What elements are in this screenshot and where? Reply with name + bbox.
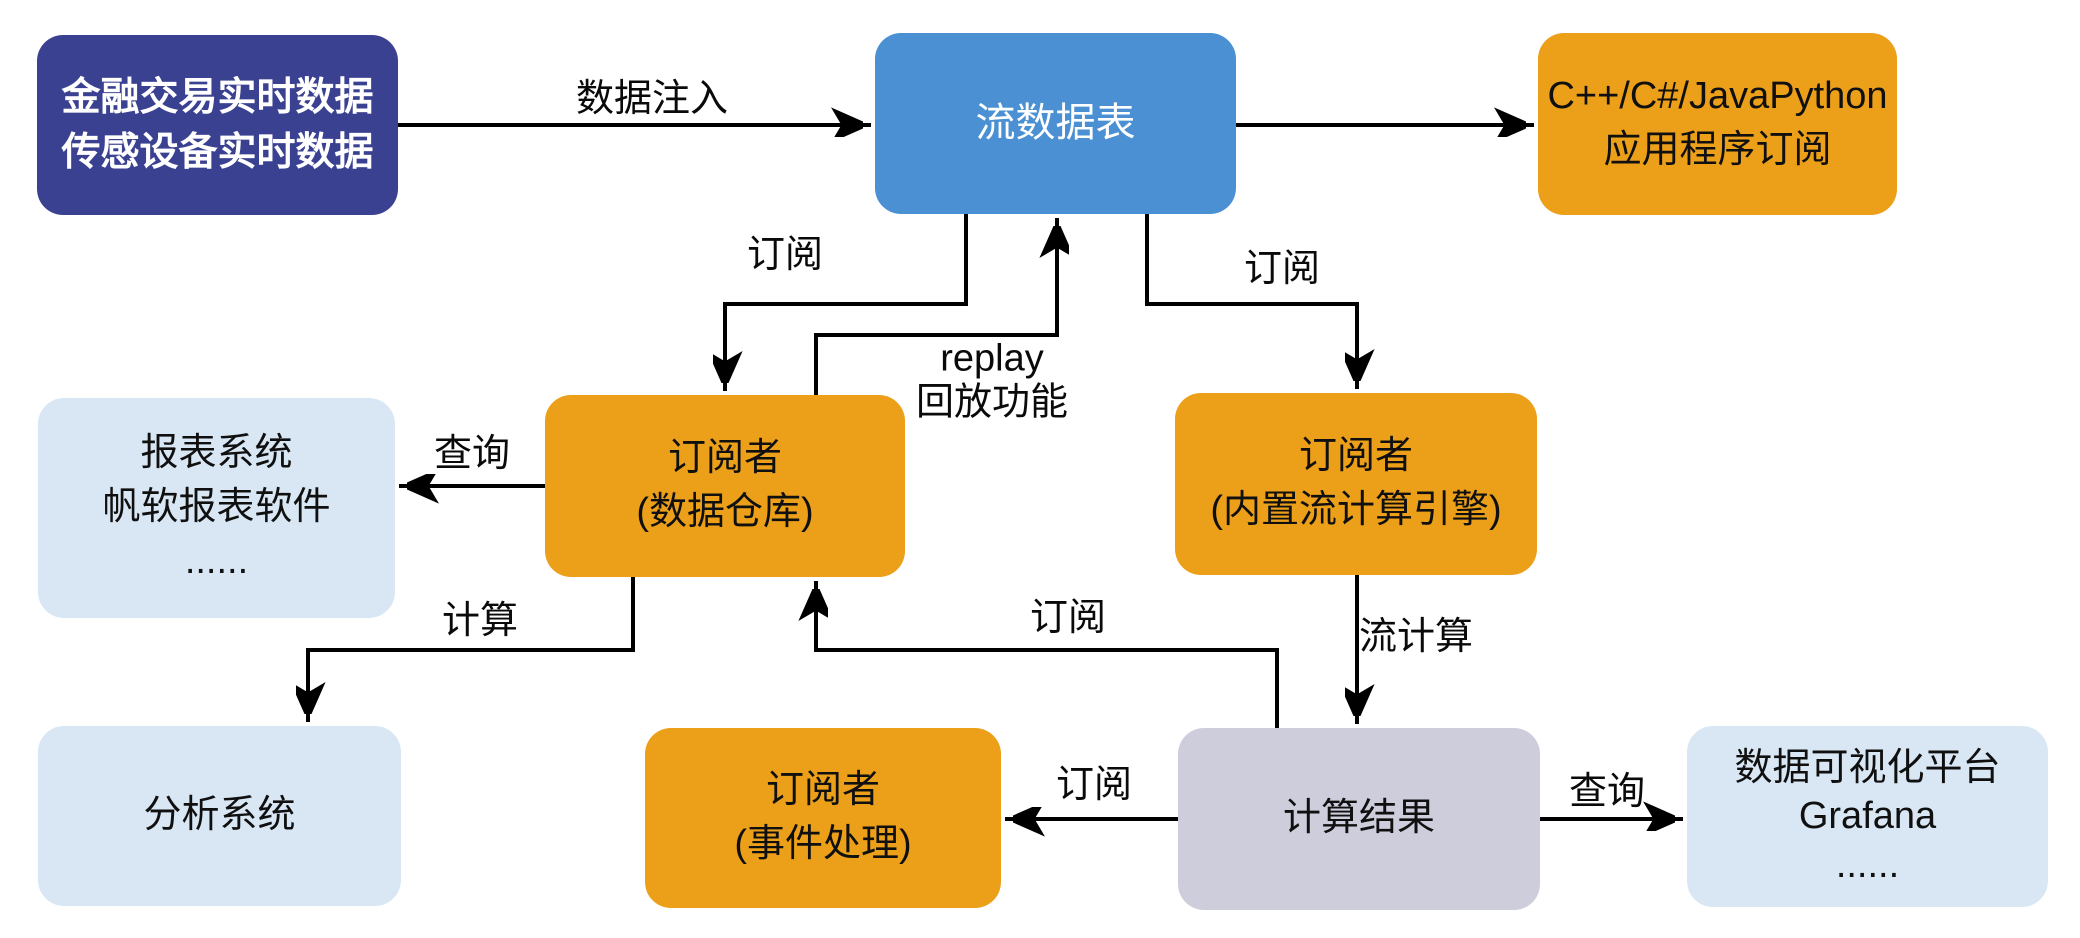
node-line: 计算结果 <box>1282 797 1435 840</box>
node-subscriber-event: 订阅者 (事件处理) <box>645 728 1001 908</box>
node-line: C++/C#/JavaPython <box>1547 75 1888 118</box>
node-api-subscribers: C++/C#/JavaPython 应用程序订阅 <box>1538 33 1897 215</box>
node-line: Grafana <box>1798 795 1937 838</box>
node-stream-table: 流数据表 <box>875 33 1236 214</box>
edge-compute <box>308 575 635 722</box>
edge-label-stream-compute: 流计算 <box>1358 616 1474 659</box>
edge-subscribe-right <box>1145 214 1357 389</box>
node-line: 分析系统 <box>143 794 296 837</box>
edge-subscribe-left <box>725 214 968 391</box>
node-line: (数据仓库) <box>636 491 814 533</box>
node-line: 订阅者 <box>667 437 782 480</box>
edge-label-replay: replay 回放功能 <box>916 337 1068 424</box>
edge-label-compute: 计算 <box>441 600 519 643</box>
edge-label-replay-line1: replay <box>940 337 1044 380</box>
edge-replay <box>814 218 1057 395</box>
edge-label-subscribe-left: 订阅 <box>746 234 824 277</box>
node-analysis-system: 分析系统 <box>38 726 401 906</box>
node-line: ...... <box>184 539 249 582</box>
edge-label-subscribe-up: 订阅 <box>1029 597 1107 640</box>
node-line: 订阅者 <box>765 769 880 812</box>
node-line: 应用程序订阅 <box>1603 129 1832 171</box>
node-compute-result: 计算结果 <box>1178 728 1540 910</box>
node-line: 数据可视化平台 <box>1734 746 2001 789</box>
node-line: 流数据表 <box>975 101 1136 146</box>
node-realtime-source: 金融交易实时数据 传感设备实时数据 <box>37 35 398 215</box>
node-line: 订阅者 <box>1298 435 1413 478</box>
node-line: 金融交易实时数据 <box>61 75 374 119</box>
edge-label-query-left: 查询 <box>433 433 511 476</box>
node-line: 传感设备实时数据 <box>61 131 374 174</box>
node-line: ...... <box>1835 843 1900 886</box>
node-subscriber-engine: 订阅者 (内置流计算引擎) <box>1175 393 1537 575</box>
node-subscriber-warehouse: 订阅者 (数据仓库) <box>545 395 905 577</box>
node-line: 帆软报表软件 <box>102 486 331 529</box>
node-line: (内置流计算引擎) <box>1210 489 1502 531</box>
node-line: 报表系统 <box>140 432 293 475</box>
edge-label-inject: 数据注入 <box>575 78 729 121</box>
edge-label-subscribe-right: 订阅 <box>1243 248 1321 291</box>
edge-label-replay-line2: 回放功能 <box>915 381 1069 423</box>
edge-subscribe-up <box>816 581 1279 728</box>
node-line: (事件处理) <box>734 823 912 865</box>
edge-label-query-right: 查询 <box>1568 771 1646 814</box>
node-report-system: 报表系统 帆软报表软件 ...... <box>38 398 395 618</box>
node-visualization: 数据可视化平台 Grafana ...... <box>1687 726 2048 907</box>
edge-label-subscribe-mid: 订阅 <box>1055 764 1133 807</box>
